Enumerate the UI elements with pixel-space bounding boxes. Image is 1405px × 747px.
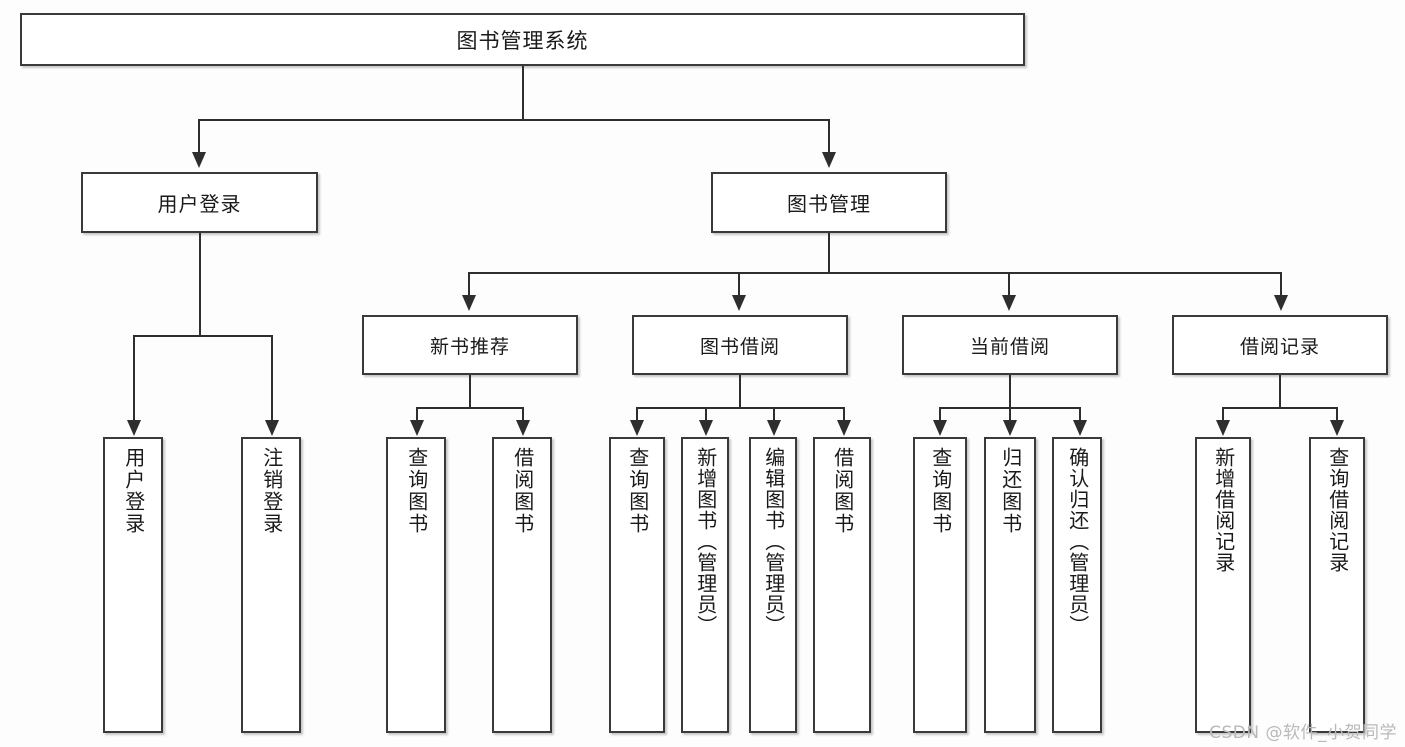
node-label: 当前借阅 [969, 335, 1050, 358]
edge-book-borrow-stem [739, 375, 741, 408]
node-current-borrow[interactable]: 当前借阅 [902, 315, 1118, 375]
arrow-leaf-current-borrow-1 [933, 420, 947, 436]
edge-borrow-record-drop-1 [1222, 407, 1224, 421]
arrow-leaf-new-book-2 [516, 420, 530, 436]
edge-book-mgmt-drop-4 [1280, 272, 1282, 296]
edge-user-login-drop-2 [271, 335, 273, 421]
edge-borrow-record-drop-2 [1336, 407, 1338, 421]
edge-root-to-user-login [198, 119, 200, 153]
leaf-borrow-record-query[interactable]: 查询借阅记录 [1309, 437, 1365, 733]
edge-new-book-drop-2 [522, 407, 524, 421]
arrow-to-book-borrow [732, 295, 746, 311]
edge-new-book-drop-1 [416, 407, 418, 421]
edge-current-borrow-stem [1009, 375, 1011, 408]
arrow-to-book-mgmt [822, 152, 836, 168]
edge-user-login-bus [133, 335, 273, 337]
leaf-new-book-query[interactable]: 查询图书 [386, 437, 446, 733]
leaf-label: 新增借阅记录 [1211, 447, 1236, 573]
edge-new-book-bus [416, 407, 524, 409]
edge-book-borrow-drop-4 [843, 407, 845, 421]
edge-current-borrow-drop-3 [1079, 407, 1081, 421]
arrow-to-user-login [192, 152, 206, 168]
node-label: 图书管理系统 [456, 28, 589, 53]
node-label: 用户登录 [157, 192, 242, 216]
edge-current-borrow-drop-2 [1009, 407, 1011, 421]
edge-book-borrow-drop-3 [773, 407, 775, 421]
leaf-borrow-record-add[interactable]: 新增借阅记录 [1195, 437, 1251, 733]
leaf-label: 归还图书 [998, 447, 1023, 535]
edge-user-login-stem [199, 233, 201, 336]
edge-book-borrow-drop-2 [705, 407, 707, 421]
node-root-system[interactable]: 图书管理系统 [20, 13, 1025, 66]
leaf-label: 查询图书 [404, 447, 429, 535]
arrow-to-borrow-record [1274, 295, 1288, 311]
arrow-to-new-book-recommend [462, 295, 476, 311]
edge-book-mgmt-stem [828, 233, 830, 273]
leaf-label: 编辑图书（管理员） [761, 447, 786, 636]
node-new-book-recommend[interactable]: 新书推荐 [362, 315, 578, 375]
leaf-book-borrow-edit[interactable]: 编辑图书（管理员） [749, 437, 797, 733]
arrow-leaf-borrow-record-2 [1330, 420, 1344, 436]
arrow-leaf-book-borrow-3 [767, 420, 781, 436]
leaf-user-login-logout[interactable]: 注销登录 [241, 437, 301, 733]
leaf-user-login-login[interactable]: 用户登录 [103, 437, 163, 733]
leaf-book-borrow-borrow[interactable]: 借阅图书 [813, 437, 871, 733]
leaf-current-borrow-confirm[interactable]: 确认归还（管理员） [1052, 437, 1102, 733]
leaf-label: 借阅图书 [830, 447, 855, 535]
arrow-leaf-user-login-2 [265, 420, 279, 436]
leaf-label: 借阅图书 [510, 447, 535, 535]
leaf-new-book-borrow[interactable]: 借阅图书 [492, 437, 552, 733]
leaf-label: 查询图书 [928, 447, 953, 535]
leaf-current-borrow-return[interactable]: 归还图书 [984, 437, 1036, 733]
node-label: 图书管理 [787, 192, 871, 216]
arrow-leaf-book-borrow-2 [699, 420, 713, 436]
edge-book-mgmt-bus [468, 272, 1282, 274]
arrow-to-current-borrow [1002, 295, 1016, 311]
edge-current-borrow-drop-1 [939, 407, 941, 421]
edge-book-mgmt-drop-3 [1008, 272, 1010, 296]
edge-borrow-record-bus [1222, 407, 1338, 409]
node-label: 借阅记录 [1239, 335, 1320, 358]
arrow-leaf-current-borrow-2 [1003, 420, 1017, 436]
arrow-leaf-current-borrow-3 [1073, 420, 1087, 436]
edge-root-bus [198, 119, 830, 121]
arrow-leaf-borrow-record-1 [1216, 420, 1230, 436]
node-borrow-record[interactable]: 借阅记录 [1172, 315, 1388, 375]
edge-book-mgmt-drop-1 [468, 272, 470, 296]
arrow-leaf-user-login-1 [127, 420, 141, 436]
edge-root-stem [522, 66, 524, 120]
leaf-current-borrow-query[interactable]: 查询图书 [913, 437, 967, 733]
node-book-management[interactable]: 图书管理 [711, 172, 947, 233]
edge-book-borrow-drop-1 [636, 407, 638, 421]
node-user-login[interactable]: 用户登录 [81, 172, 318, 233]
node-label: 新书推荐 [429, 335, 510, 358]
edge-user-login-drop-1 [133, 335, 135, 421]
leaf-label: 新增图书（管理员） [693, 447, 718, 636]
leaf-label: 查询借阅记录 [1325, 447, 1350, 573]
leaf-label: 查询图书 [625, 447, 650, 535]
edge-new-book-stem [469, 375, 471, 408]
edge-book-borrow-bus [636, 407, 845, 409]
node-label: 图书借阅 [699, 335, 780, 358]
edge-borrow-record-stem [1279, 375, 1281, 408]
node-book-borrow[interactable]: 图书借阅 [632, 315, 848, 375]
arrow-leaf-book-borrow-1 [630, 420, 644, 436]
arrow-leaf-new-book-1 [410, 420, 424, 436]
leaf-label: 注销登录 [259, 447, 284, 535]
leaf-label: 确认归还（管理员） [1065, 447, 1090, 636]
leaf-book-borrow-query[interactable]: 查询图书 [609, 437, 665, 733]
arrow-leaf-book-borrow-4 [837, 420, 851, 436]
edge-root-to-book-mgmt [828, 119, 830, 153]
edge-book-mgmt-drop-2 [738, 272, 740, 296]
leaf-book-borrow-add[interactable]: 新增图书（管理员） [681, 437, 729, 733]
leaf-label: 用户登录 [121, 447, 146, 535]
